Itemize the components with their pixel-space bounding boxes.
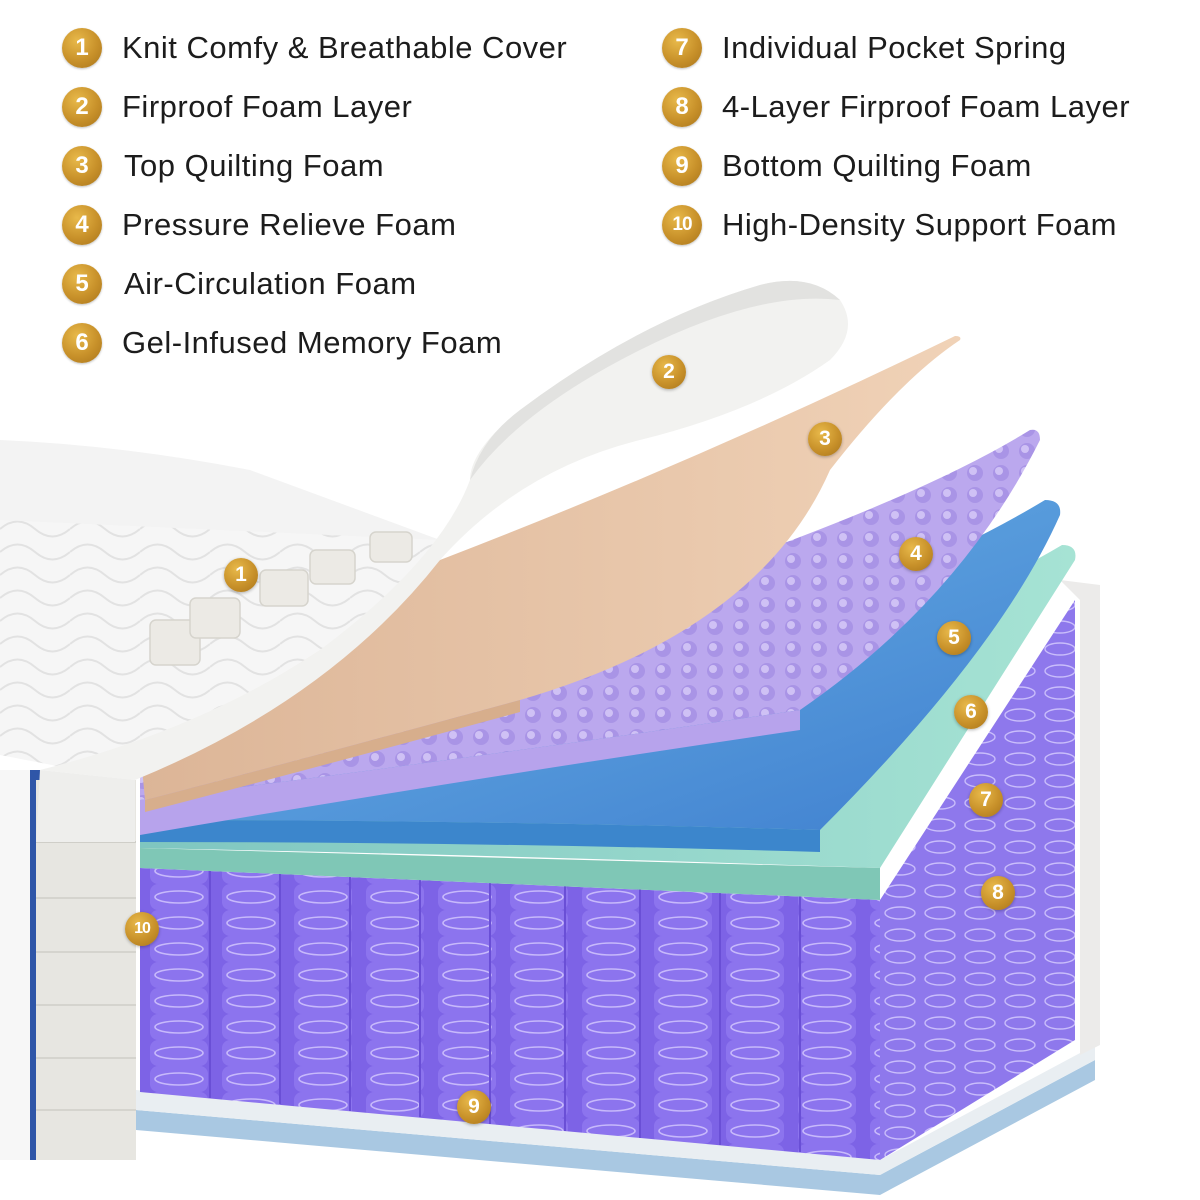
badge-8: 8 — [662, 87, 702, 127]
marker-6: 6 — [954, 695, 988, 729]
badge-6: 6 — [62, 323, 102, 363]
badge-7: 7 — [662, 28, 702, 68]
bottom-quilting-foam — [136, 1060, 1095, 1195]
legend-item-5: 5 Air-Circulation Foam — [62, 262, 417, 306]
marker-3: 3 — [808, 422, 842, 456]
badge-9: 9 — [662, 146, 702, 186]
marker-10: 10 — [125, 912, 159, 946]
legend-label-7: Individual Pocket Spring — [722, 30, 1067, 65]
firproof-foam-wrap — [1060, 580, 1100, 1055]
legend-label-3: Top Quilting Foam — [124, 148, 385, 183]
legend-item-9: 9 Bottom Quilting Foam — [662, 144, 1032, 188]
marker-7: 7 — [969, 783, 1003, 817]
badge-1: 1 — [62, 28, 102, 68]
legend-item-8: 8 4-Layer Firproof Foam Layer — [662, 85, 1130, 129]
badge-4: 4 — [62, 205, 102, 245]
pocket-springs-front — [140, 868, 880, 1160]
legend-item-6: 6 Gel-Infused Memory Foam — [62, 321, 502, 365]
legend-item-1: 1 Knit Comfy & Breathable Cover — [62, 26, 567, 70]
legend-item-7: 7 Individual Pocket Spring — [662, 26, 1067, 70]
legend-label-10: High-Density Support Foam — [722, 207, 1117, 242]
firproof-foam-layer — [40, 280, 848, 780]
legend-item-4: 4 Pressure Relieve Foam — [62, 203, 456, 247]
legend-label-5: Air-Circulation Foam — [124, 266, 417, 301]
badge-5: 5 — [62, 264, 102, 304]
badge-2: 2 — [62, 87, 102, 127]
top-quilting-foam — [140, 336, 961, 800]
marker-8: 8 — [981, 876, 1015, 910]
legend: 1 Knit Comfy & Breathable Cover 2 Firpro… — [0, 0, 1200, 370]
marker-5: 5 — [937, 621, 971, 655]
cover-top-far — [0, 440, 440, 540]
legend-label-2: Firproof Foam Layer — [122, 89, 413, 124]
cover-side-panels — [149, 531, 413, 666]
badge-10: 10 — [662, 205, 702, 245]
marker-1: 1 — [224, 558, 258, 592]
legend-item-10: 10 High-Density Support Foam — [662, 203, 1117, 247]
badge-3: 3 — [62, 146, 102, 186]
legend-label-6: Gel-Infused Memory Foam — [122, 325, 503, 360]
marker-4: 4 — [899, 537, 933, 571]
cover-side — [0, 770, 136, 1160]
legend-item-2: 2 Firproof Foam Layer — [62, 85, 412, 129]
marker-2: 2 — [652, 355, 686, 389]
pocket-springs-side — [880, 600, 1075, 1160]
legend-item-3: 3 Top Quilting Foam — [62, 144, 384, 188]
legend-label-4: Pressure Relieve Foam — [122, 207, 457, 242]
legend-label-8: 4-Layer Firproof Foam Layer — [722, 89, 1131, 124]
legend-label-1: Knit Comfy & Breathable Cover — [122, 30, 568, 65]
marker-9: 9 — [457, 1090, 491, 1124]
spring-columns — [209, 871, 801, 1152]
legend-label-9: Bottom Quilting Foam — [722, 148, 1032, 183]
